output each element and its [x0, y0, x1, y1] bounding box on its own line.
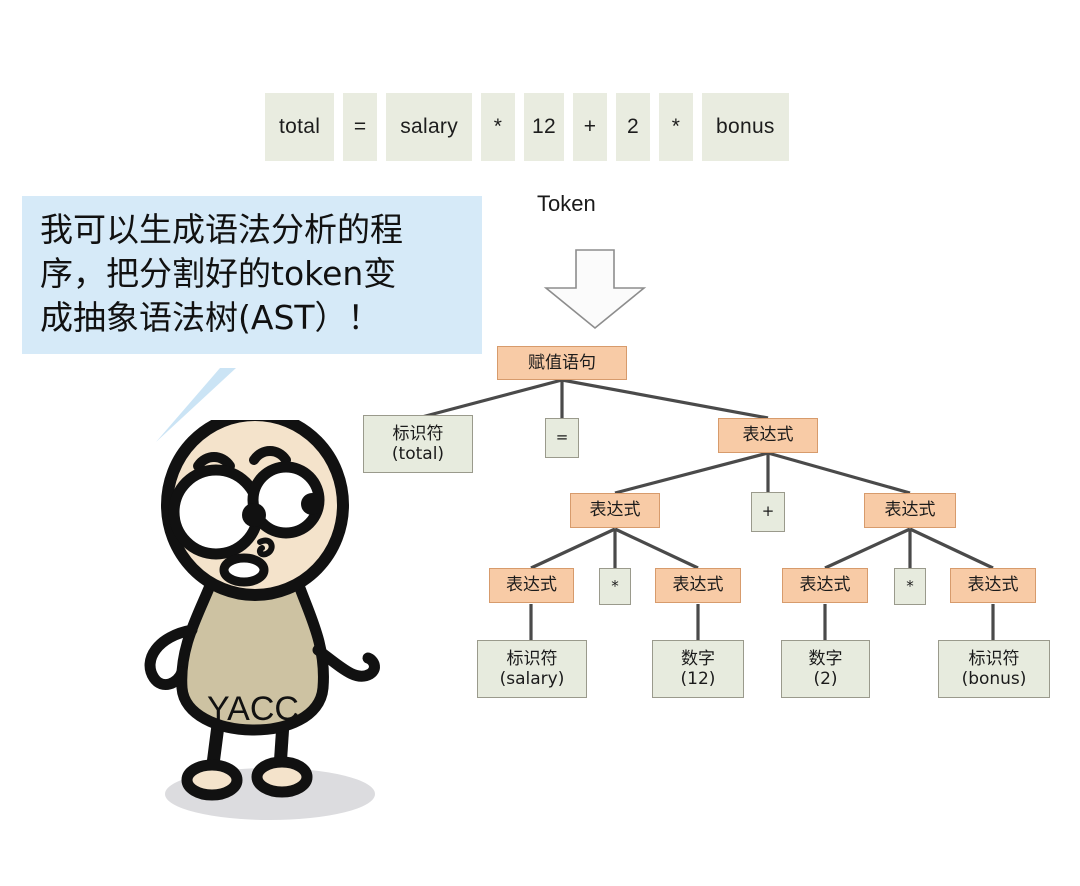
- token-caption: Token: [537, 191, 596, 216]
- left-eyebrow: [193, 452, 235, 471]
- ast-node-mul-op-left: *: [599, 568, 631, 605]
- ast-node-expr-12: 表达式: [655, 568, 741, 603]
- ast-node-expr-2: 表达式: [782, 568, 868, 603]
- node-subtitle: (total): [391, 444, 445, 464]
- right-arm: [312, 644, 380, 682]
- yacc-character: YACC: [144, 420, 380, 820]
- node-title: 表达式: [506, 575, 557, 596]
- speech-bubble-tail: [156, 368, 236, 442]
- token-box-total: total: [265, 93, 335, 161]
- ast-node-mul-op-right: *: [894, 568, 926, 605]
- token-strip: total = salary * 12 + 2 * bonus: [265, 93, 789, 161]
- node-title: *: [906, 576, 914, 595]
- token-box-star-1: *: [481, 93, 516, 161]
- ast-node-expr-salary: 表达式: [489, 568, 574, 603]
- right-eyebrow: [249, 446, 291, 465]
- token-box-equals: =: [343, 93, 378, 161]
- speech-line-2: 序，把分割好的token变: [40, 253, 397, 293]
- ast-node-expr-left: 表达式: [570, 493, 660, 528]
- speech-line-1: 我可以生成语法分析的程: [40, 210, 403, 249]
- node-title: 标识符: [968, 648, 1020, 669]
- node-title: 数字: [808, 648, 843, 669]
- node-title: 表达式: [589, 500, 641, 521]
- token-label: salary: [400, 115, 459, 138]
- cheek-swirl: [256, 537, 275, 558]
- ast-node-assign-op: =: [545, 418, 579, 458]
- node-title: 表达式: [884, 500, 936, 521]
- token-box-2: 2: [616, 93, 650, 161]
- token-label: *: [671, 115, 681, 138]
- character-mouth: [219, 553, 269, 587]
- node-title: +: [761, 502, 775, 521]
- node-title: 表达式: [799, 575, 851, 596]
- node-title: =: [555, 428, 569, 447]
- node-title: 表达式: [672, 575, 724, 596]
- token-box-star-2: *: [659, 93, 693, 161]
- node-subtitle: (salary): [499, 669, 565, 689]
- node-subtitle: (12): [680, 669, 716, 689]
- node-title: 赋值语句: [528, 352, 596, 373]
- token-label: 12: [532, 115, 556, 138]
- down-arrow-icon: [543, 249, 647, 330]
- node-title: 数字: [681, 648, 715, 669]
- node-subtitle: (bonus): [961, 669, 1027, 689]
- left-arm: [144, 624, 198, 690]
- ast-node-expr-bonus: 表达式: [950, 568, 1036, 603]
- speech-bubble: 我可以生成语法分析的程 序，把分割好的token变 成抽象语法树(AST）！: [22, 196, 482, 354]
- right-foot: [251, 756, 313, 798]
- node-title: *: [611, 576, 619, 595]
- ast-leaf-ident-bonus: 标识符 (bonus): [938, 640, 1050, 698]
- token-box-plus: +: [573, 93, 607, 161]
- ast-leaf-number-12: 数字 (12): [652, 640, 744, 698]
- token-label: total: [279, 115, 321, 138]
- left-pupil: [242, 503, 266, 527]
- ast-node-ident-total: 标识符 (total): [363, 415, 473, 473]
- ast-leaf-number-2: 数字 (2): [781, 640, 870, 698]
- ast-node-expr-root: 表达式: [718, 418, 818, 453]
- left-foot: [181, 759, 243, 801]
- ast-leaf-ident-salary: 标识符 (salary): [477, 640, 587, 698]
- token-box-salary: salary: [386, 93, 473, 161]
- token-label: =: [353, 115, 367, 138]
- ast-node-root: 赋值语句: [497, 346, 627, 380]
- token-label: bonus: [716, 115, 775, 138]
- node-subtitle: (2): [813, 669, 838, 689]
- ast-node-plus-op: +: [751, 492, 785, 532]
- node-title: 表达式: [742, 425, 794, 446]
- node-title: 标识符: [392, 423, 444, 444]
- token-label: 2: [627, 115, 639, 138]
- token-box-12: 12: [524, 93, 564, 161]
- character-label: YACC: [207, 690, 299, 728]
- token-label: +: [583, 115, 597, 138]
- node-title: 标识符: [506, 648, 558, 669]
- token-box-bonus: bonus: [702, 93, 789, 161]
- right-pupil: [301, 493, 323, 515]
- token-label: *: [493, 115, 503, 138]
- speech-line-3: 成抽象语法树(AST）！: [40, 297, 381, 337]
- node-title: 表达式: [967, 575, 1019, 596]
- ast-node-expr-right: 表达式: [864, 493, 956, 528]
